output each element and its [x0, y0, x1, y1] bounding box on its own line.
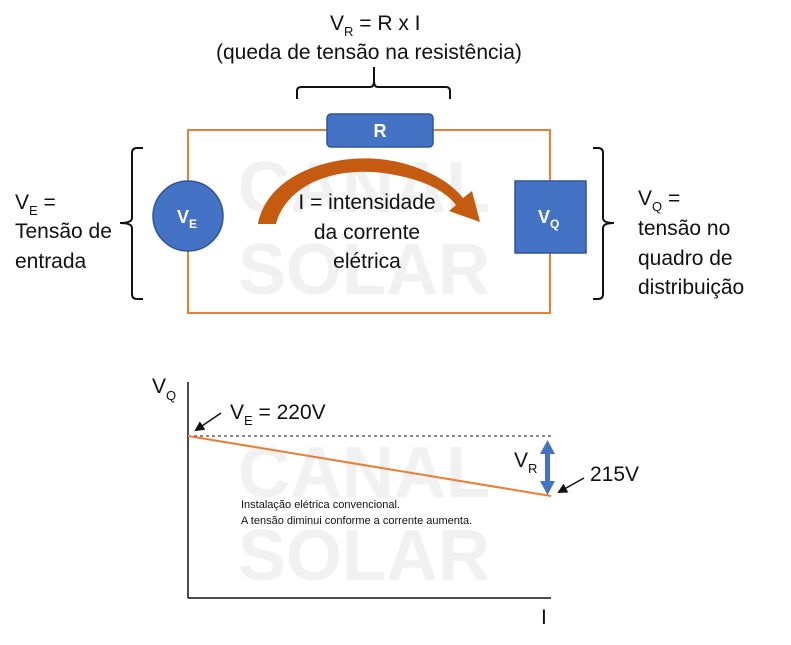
- input-voltage-note-line: VE =: [15, 191, 56, 218]
- voltage-drop-label: VR: [514, 449, 537, 476]
- voltage-drop-arrow: [540, 440, 555, 495]
- voltage-line: [187, 435, 552, 497]
- current-label-line: elétrica: [333, 250, 401, 273]
- top-brace: [296, 67, 451, 99]
- y-axis-label: VQ: [152, 375, 176, 403]
- current-arrow: [258, 158, 480, 224]
- input-voltage-note-line: entrada: [15, 250, 87, 273]
- board-voltage-note-line: quadro de: [638, 247, 733, 270]
- graph-caption-line: Instalação elétrica convencional.: [241, 499, 400, 511]
- x-axis-label: I: [541, 606, 547, 629]
- board-voltage-note: VQ = tensão no quadro de distribuição: [638, 187, 744, 299]
- watermark-bottom: CANAL SOLAR: [238, 433, 490, 596]
- board-voltage-note-line: VQ =: [638, 187, 680, 214]
- resistor-label: R: [374, 121, 387, 141]
- input-voltage-note: VE = Tensão de entrada: [15, 191, 112, 273]
- graph-caption-line: A tensão diminui conforme a corrente aum…: [241, 515, 472, 527]
- end-pointer: [557, 477, 585, 493]
- watermark-text: SOLAR: [238, 230, 490, 310]
- right-brace: [593, 147, 615, 300]
- end-voltage-label: 215V: [590, 463, 639, 486]
- voltage-source: VE: [152, 180, 224, 252]
- start-voltage-label: VE = 220V: [230, 401, 326, 428]
- board-voltage-note-line: tensão no: [638, 217, 730, 240]
- input-voltage-note-line: Tensão de: [15, 220, 112, 243]
- start-pointer: [194, 412, 222, 432]
- watermark-text: CANAL: [238, 433, 490, 513]
- voltage-source-label: VE: [177, 207, 197, 231]
- distribution-board: VQ: [514, 180, 587, 254]
- left-brace: [119, 147, 143, 300]
- watermark-text: SOLAR: [238, 516, 490, 596]
- current-label-line: I = intensidade: [298, 191, 435, 214]
- voltage-drop-caption: (queda de tensão na resistência): [216, 41, 522, 64]
- current-label: I = intensidade da corrente elétrica: [298, 191, 435, 273]
- board-voltage-note-line: distribuição: [638, 276, 744, 299]
- voltage-graph: VQ I VE = 220V 215V VR Instalação elétri…: [152, 375, 639, 629]
- resistor: R: [326, 113, 434, 148]
- current-label-line: da corrente: [314, 221, 420, 244]
- voltage-drop-formula: VR = R x I: [330, 12, 421, 39]
- distribution-board-label: VQ: [538, 207, 559, 231]
